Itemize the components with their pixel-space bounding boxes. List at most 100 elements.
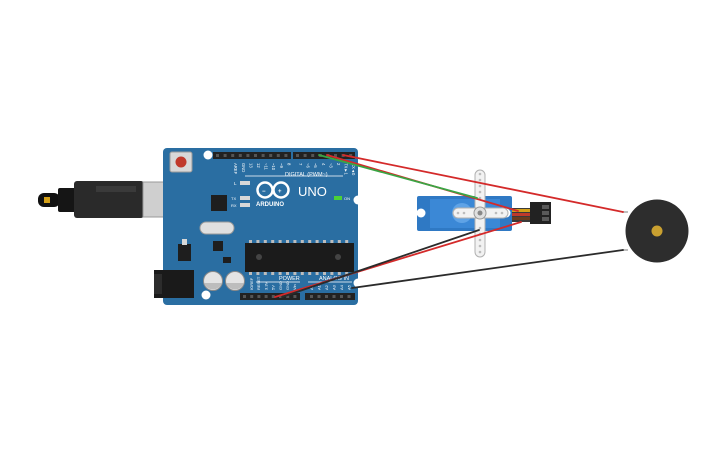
- chip-pin: [345, 240, 349, 243]
- digital-pin-label: AREF: [233, 163, 238, 175]
- servo-motor[interactable]: [416, 169, 552, 258]
- mounting-hole: [353, 278, 363, 288]
- digital-pin-hole[interactable]: [231, 154, 235, 157]
- atmega-chip-dot: [335, 254, 341, 260]
- analog-pin-label: A5: [347, 284, 352, 290]
- power-pin-label: GND: [285, 281, 290, 290]
- chip-pin: [330, 272, 334, 275]
- power-pin-hole[interactable]: [243, 295, 246, 298]
- digital-header-left: [213, 152, 291, 159]
- servo-mount-hole: [416, 208, 426, 218]
- analog-pin-label: A4: [339, 284, 344, 290]
- digital-header[interactable]: [213, 152, 355, 159]
- wire-green[interactable]: [318, 154, 478, 199]
- chip-pin: [271, 272, 275, 275]
- power-pin-hole[interactable]: [257, 295, 261, 298]
- digital-pin-label: ~9: [279, 163, 284, 168]
- chip-pin: [249, 240, 252, 243]
- digital-pin-hole[interactable]: [276, 154, 280, 157]
- wire-buzzer-positive[interactable]: [342, 154, 624, 213]
- power-pin-label: RESET: [256, 276, 261, 290]
- power-pin-holes[interactable]: [243, 295, 297, 298]
- l-led: [240, 181, 250, 185]
- digital-pin-hole[interactable]: [349, 154, 353, 157]
- digital-pin-hole[interactable]: [296, 154, 299, 157]
- analog-pin-hole[interactable]: [332, 295, 336, 298]
- digital-pin-label: ~5: [313, 163, 318, 168]
- digital-label: DIGITAL (PWM~): [285, 172, 328, 178]
- digital-pin-label: 2: [336, 163, 341, 166]
- digital-pin-hole[interactable]: [216, 154, 219, 157]
- digital-pin-hole[interactable]: [311, 154, 315, 157]
- wire-buzzer-ground[interactable]: [351, 249, 624, 289]
- chip-pin: [263, 272, 267, 275]
- logo-plus: +: [278, 189, 282, 195]
- power-pin-hole[interactable]: [279, 295, 282, 298]
- digital-pin-hole[interactable]: [254, 154, 257, 157]
- wire-servo-ground[interactable]: [281, 229, 480, 298]
- capacitor: [225, 271, 245, 291]
- analog-pin-hole[interactable]: [310, 295, 313, 298]
- board-model: UNO: [298, 184, 327, 199]
- digital-pin-hole[interactable]: [223, 154, 227, 157]
- power-header-strip: [240, 293, 300, 300]
- digital-pin-hole[interactable]: [334, 154, 337, 157]
- analog-pin-holes[interactable]: [310, 295, 351, 298]
- chip-pin: [337, 272, 341, 275]
- analog-header[interactable]: [305, 293, 355, 300]
- digital-pin-hole[interactable]: [303, 154, 307, 157]
- smd-component: [223, 257, 231, 263]
- board-brand: ARDUINO: [256, 202, 284, 208]
- horn-hole: [478, 244, 482, 248]
- regulator-tab: [182, 239, 187, 245]
- usb-chip: [211, 195, 227, 211]
- logo-infinity-right: [272, 181, 290, 199]
- atmega-chip-pins: [249, 240, 349, 275]
- chip-pin: [249, 272, 252, 275]
- digital-pin-label: 7: [298, 163, 303, 166]
- servo-connector-pin: [542, 217, 549, 221]
- usb-plug-grip: [96, 186, 136, 192]
- analog-pin-hole[interactable]: [317, 295, 321, 298]
- chip-pin: [308, 272, 312, 275]
- servo-wire-signal: [512, 209, 532, 212]
- horn-hole: [478, 250, 482, 254]
- power-pin-hole[interactable]: [286, 295, 290, 298]
- l-led-label: L: [234, 181, 237, 186]
- analog-pin-hole[interactable]: [340, 295, 343, 298]
- chip-pin: [315, 240, 319, 243]
- chip-pin: [308, 240, 312, 243]
- power-header[interactable]: [240, 293, 300, 300]
- power-pin-hole[interactable]: [293, 295, 297, 298]
- digital-pin-label: GND: [241, 163, 246, 172]
- digital-pin-label: RX◄0: [351, 163, 356, 176]
- digital-pin-hole[interactable]: [269, 154, 273, 157]
- power-pin-hole[interactable]: [250, 295, 254, 298]
- digital-pin-hole[interactable]: [284, 154, 288, 157]
- chip-pin: [330, 240, 334, 243]
- analog-pin-hole[interactable]: [325, 295, 328, 298]
- buzzer-center: [651, 225, 663, 237]
- reset-button[interactable]: [169, 151, 193, 173]
- analog-pin-hole[interactable]: [347, 295, 351, 298]
- arduino-logo: − +: [256, 181, 290, 199]
- servo-connector-pin: [542, 211, 549, 215]
- capacitor: [203, 271, 223, 291]
- horn-hole: [478, 184, 482, 188]
- atmega-chip-dot: [256, 254, 262, 260]
- digital-pin-hole[interactable]: [246, 154, 250, 157]
- digital-pin-hole[interactable]: [261, 154, 265, 157]
- power-led: [334, 196, 342, 200]
- piezo-buzzer[interactable]: [622, 199, 689, 263]
- power-pin-hole[interactable]: [271, 295, 275, 298]
- wires[interactable]: [274, 154, 624, 298]
- digital-pin-label: 8: [286, 163, 291, 166]
- power-pin-label: 3.3V: [263, 281, 268, 290]
- horn-hole: [478, 190, 482, 194]
- horn-hole: [500, 211, 504, 215]
- digital-pin-hole[interactable]: [238, 154, 242, 157]
- power-pin-hole[interactable]: [264, 295, 268, 298]
